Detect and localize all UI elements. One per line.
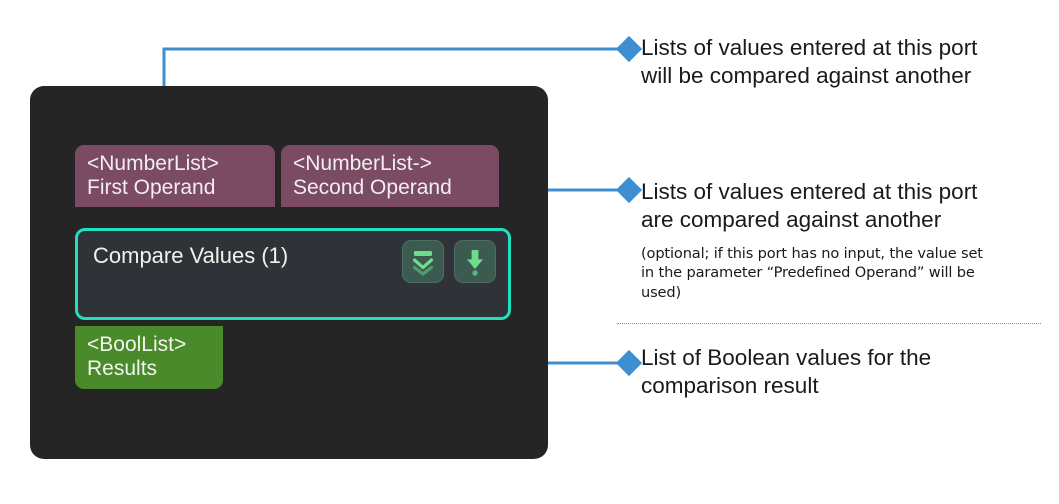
- input-port-first-operand[interactable]: <NumberList> First Operand: [75, 145, 275, 208]
- node-title: Compare Values (1): [93, 243, 289, 268]
- input-port-second-operand[interactable]: <NumberList-> Second Operand: [281, 145, 499, 208]
- connector-diamond-text-results: [615, 349, 643, 377]
- arrow-down-dot-icon: [467, 249, 483, 276]
- connector-diamond-text-second-operand: [615, 176, 643, 204]
- collapse-all-icon: [412, 250, 434, 276]
- node-icon-button-group: [402, 240, 496, 283]
- first-operand-annotation: Lists of values entered at this port wil…: [641, 34, 1056, 91]
- annotation-divider: [617, 323, 1041, 324]
- input-port-first-operand-name: First Operand: [87, 175, 216, 199]
- output-port-results-type: <BoolList>: [87, 333, 187, 356]
- input-port-second-operand-type: <NumberList->: [293, 152, 432, 175]
- input-ports-row: <NumberList> First Operand <NumberList->…: [75, 145, 499, 208]
- collapse-all-button[interactable]: [402, 240, 444, 283]
- compare-values-node[interactable]: <NumberList> First Operand <NumberList->…: [30, 86, 548, 459]
- input-port-first-operand-type: <NumberList>: [87, 152, 219, 175]
- node-body-panel[interactable]: Compare Values (1): [75, 228, 511, 320]
- arrow-down-dot-button[interactable]: [454, 240, 496, 283]
- input-port-second-operand-name: Second Operand: [293, 175, 452, 199]
- results-annotation-text: List of Boolean values for the compariso…: [641, 345, 932, 399]
- second-operand-annotation-text: Lists of values entered at this port are…: [641, 179, 978, 233]
- second-operand-annotation-subtext: (optional; if this port has no input, th…: [641, 244, 983, 301]
- results-annotation: List of Boolean values for the compariso…: [641, 344, 1056, 401]
- output-port-results-name: Results: [87, 356, 158, 380]
- first-operand-annotation-text: Lists of values entered at this port wil…: [641, 35, 978, 89]
- connector-diamond-text-first-operand: [615, 35, 643, 63]
- second-operand-annotation: Lists of values entered at this port are…: [641, 178, 1059, 302]
- output-port-results[interactable]: <BoolList> Results: [75, 326, 223, 390]
